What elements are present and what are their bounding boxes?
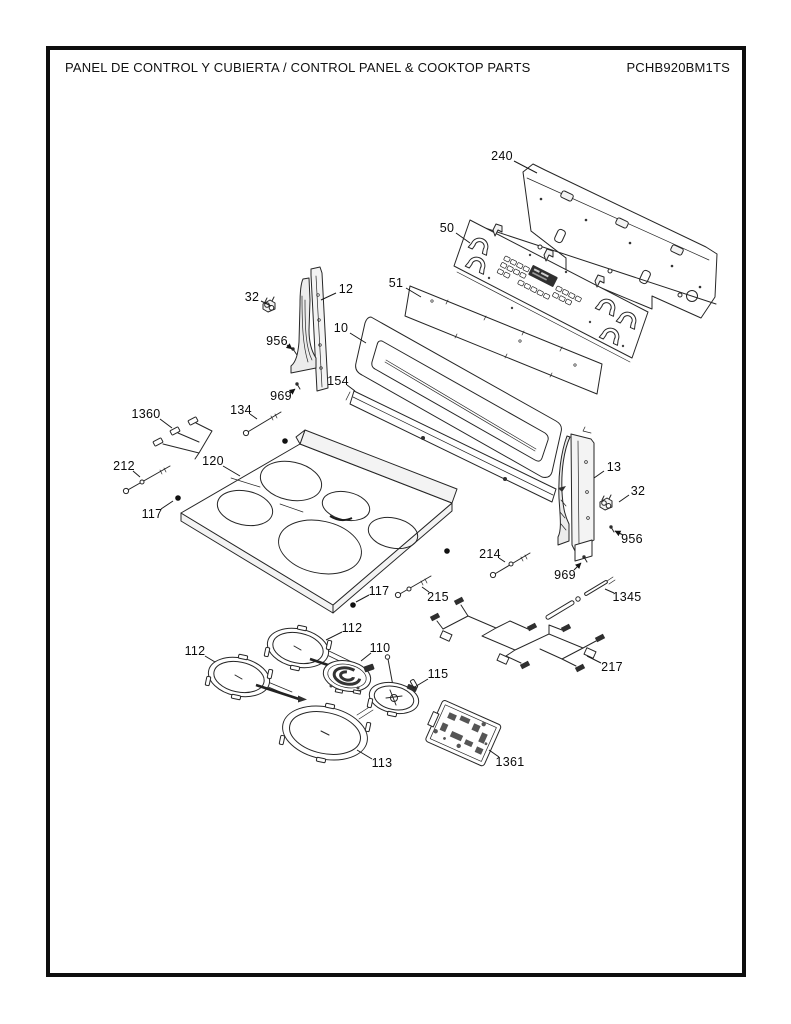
part-112-coil-left [204,653,307,703]
part-callout-117: 117 [368,584,390,598]
part-50-control-board-assembly [453,219,649,363]
part-110-element [322,660,375,695]
part-callout-50: 50 [439,221,455,235]
part-115-coil [356,654,420,720]
part-callout-969: 969 [270,389,292,403]
part-callout-212: 212 [113,459,135,473]
part-240-rear-bracket [522,163,718,319]
part-callout-112: 112 [341,621,363,635]
part-120-cooktop-glass [180,429,458,614]
part-154-trim [345,390,557,503]
part-callout-134: 134 [230,403,252,417]
part-callout-956: 956 [621,532,643,546]
part-callout-214: 214 [479,547,501,561]
part-32-hinge-right [599,494,613,511]
part-214-screw [489,552,531,579]
model-number: PCHB920BM1TS [626,60,730,75]
callout-leader-lines [132,160,630,760]
part-13-right-end-cap [557,426,595,562]
part-callout-10: 10 [333,321,349,335]
part-callout-215: 215 [427,590,449,604]
part-callout-117: 117 [141,507,163,521]
part-956-screw-right [609,525,615,533]
part-callout-12: 12 [338,282,354,296]
part-callout-110: 110 [369,641,391,655]
part-callout-154: 154 [327,374,349,388]
part-callout-217: 217 [601,660,623,674]
part-134-screw [242,411,282,437]
part-callout-1361: 1361 [495,755,525,769]
part-callout-240: 240 [491,149,513,163]
part-callout-32: 32 [630,484,646,498]
part-callout-1345: 1345 [612,590,642,604]
support-rail [478,225,717,305]
part-callout-956: 956 [266,334,288,348]
part-callout-120: 120 [202,454,224,468]
part-117-screws [175,438,450,608]
part-956-screw-left [291,347,298,356]
part-1361-board [425,700,502,767]
part-callout-113: 113 [371,756,393,770]
part-callout-969: 969 [554,568,576,582]
part-callout-32: 32 [244,290,260,304]
part-callout-13: 13 [606,460,622,474]
part-113-coil [278,702,372,764]
part-969-screw-left [295,382,301,390]
part-callout-115: 115 [427,667,449,681]
diagram-header: PANEL DE CONTROL Y CUBIERTA / CONTROL PA… [46,46,746,75]
part-10-control-panel-housing [355,316,562,478]
part-1345-sensor [545,576,616,620]
diagram-title: PANEL DE CONTROL Y CUBIERTA / CONTROL PA… [65,60,531,75]
part-callout-1360: 1360 [131,407,161,421]
part-51-overlay-panel [404,285,603,395]
part-217-harness [429,596,606,673]
part-212-screw [122,465,171,495]
part-callout-112: 112 [184,644,206,658]
part-callout-51: 51 [388,276,404,290]
part-969-screw-right [582,555,588,563]
part-215-screw [394,575,432,599]
part-12-left-end-cap [290,266,329,392]
part-1360-harness [152,416,213,460]
